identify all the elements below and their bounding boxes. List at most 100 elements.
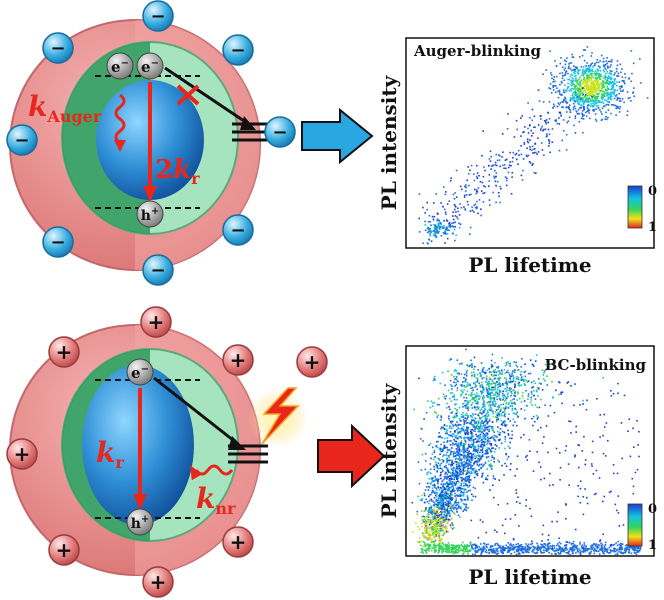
- scatter-point: [434, 235, 436, 238]
- scatter-point: [469, 467, 472, 469]
- scatter-point: [483, 444, 486, 447]
- scatter-point: [470, 461, 472, 464]
- scatter-point: [518, 154, 520, 156]
- scatter-point: [559, 102, 562, 104]
- scatter-point: [500, 188, 502, 190]
- scatter-point: [588, 101, 590, 103]
- scatter-point: [586, 78, 589, 81]
- scatter-point: [486, 551, 488, 554]
- scatter-point: [628, 549, 631, 552]
- scatter-point: [614, 89, 616, 91]
- scatter-point: [576, 544, 579, 547]
- scatter-point: [450, 551, 452, 554]
- scatter-point: [418, 193, 421, 195]
- scatter-point: [485, 386, 488, 389]
- scatter-point: [451, 494, 454, 496]
- positive-ion: +: [142, 566, 174, 598]
- scatter-point: [425, 516, 427, 519]
- scatter-point: [458, 463, 460, 465]
- scatter-point: [443, 428, 446, 430]
- scatter-point: [504, 420, 506, 423]
- scatter-point: [478, 438, 480, 440]
- scatter-point: [595, 87, 598, 90]
- scatter-point: [524, 417, 526, 420]
- scatter-point: [430, 522, 432, 524]
- negative-ion: −: [222, 34, 254, 66]
- scatter-point: [527, 154, 530, 157]
- scatter-point: [476, 381, 479, 383]
- scatter-point: [484, 414, 487, 417]
- scatter-point: [583, 78, 585, 81]
- scatter-point: [602, 81, 605, 84]
- scatter-point: [454, 239, 456, 242]
- scatter-point: [490, 442, 493, 445]
- scatter-point: [444, 511, 447, 513]
- scatter-point: [459, 432, 462, 434]
- scatter-point: [448, 519, 451, 521]
- scatter-point: [489, 393, 492, 395]
- scatter-point: [450, 400, 453, 402]
- scatter-point: [490, 459, 493, 462]
- scatter-point: [471, 398, 473, 401]
- scatter-point: [567, 67, 570, 70]
- scatter-point: [459, 453, 462, 456]
- scatter-point: [435, 528, 438, 531]
- scatter-point: [438, 547, 440, 549]
- scatter-point: [536, 389, 538, 391]
- scatter-point: [615, 107, 617, 110]
- positive-ion: +: [48, 336, 80, 368]
- scatter-point: [451, 490, 453, 493]
- scatter-point: [470, 193, 472, 196]
- scatter-point: [470, 404, 473, 406]
- scatter-point: [465, 455, 467, 458]
- scatter-point: [457, 476, 459, 478]
- scatter-point: [540, 546, 542, 548]
- scatter-point: [561, 101, 564, 103]
- scatter-point: [492, 415, 494, 418]
- scatter-point: [488, 376, 491, 379]
- scatter-point: [532, 364, 535, 366]
- scatter-point: [435, 531, 438, 533]
- scatter-point: [547, 542, 550, 544]
- scatter-point: [451, 517, 453, 520]
- scatter-point: [574, 528, 577, 531]
- scatter-point: [447, 492, 450, 495]
- scatter-point: [463, 423, 465, 425]
- scatter-point: [435, 478, 438, 480]
- scatter-point: [518, 552, 521, 554]
- scatter-point: [507, 113, 509, 115]
- scatter-point: [451, 507, 454, 509]
- scatter-point: [450, 468, 453, 471]
- scatter-point: [588, 89, 591, 92]
- scatter-point: [423, 418, 425, 420]
- scatter-point: [453, 512, 455, 514]
- scatter-point: [615, 114, 617, 116]
- scatter-point: [606, 548, 608, 550]
- scatter-point: [420, 544, 422, 547]
- scatter-point: [431, 453, 434, 455]
- scatter-point: [463, 503, 466, 506]
- scatter-point: [433, 449, 436, 452]
- scatter-point: [568, 541, 571, 544]
- scatter-point: [449, 482, 452, 484]
- scatter-point: [585, 68, 587, 71]
- scatter-point: [572, 548, 574, 551]
- scatter-point: [540, 118, 542, 120]
- scatter-point: [596, 97, 598, 100]
- scatter-point: [516, 128, 518, 131]
- scatter-point: [635, 553, 638, 555]
- scatter-point: [574, 70, 577, 72]
- scatter-point: [463, 402, 465, 405]
- scatter-point: [445, 233, 447, 235]
- scatter-point: [455, 434, 458, 437]
- scatter-point: [467, 553, 469, 555]
- scatter-point: [503, 546, 505, 549]
- scatter-point: [587, 101, 589, 103]
- scatter-point: [502, 384, 505, 386]
- scatter-point: [452, 215, 454, 217]
- scatter-point: [545, 550, 548, 552]
- scatter-point: [438, 501, 440, 504]
- scatter-point: [573, 105, 576, 107]
- scatter-point: [501, 384, 504, 386]
- scatter-point: [456, 546, 459, 548]
